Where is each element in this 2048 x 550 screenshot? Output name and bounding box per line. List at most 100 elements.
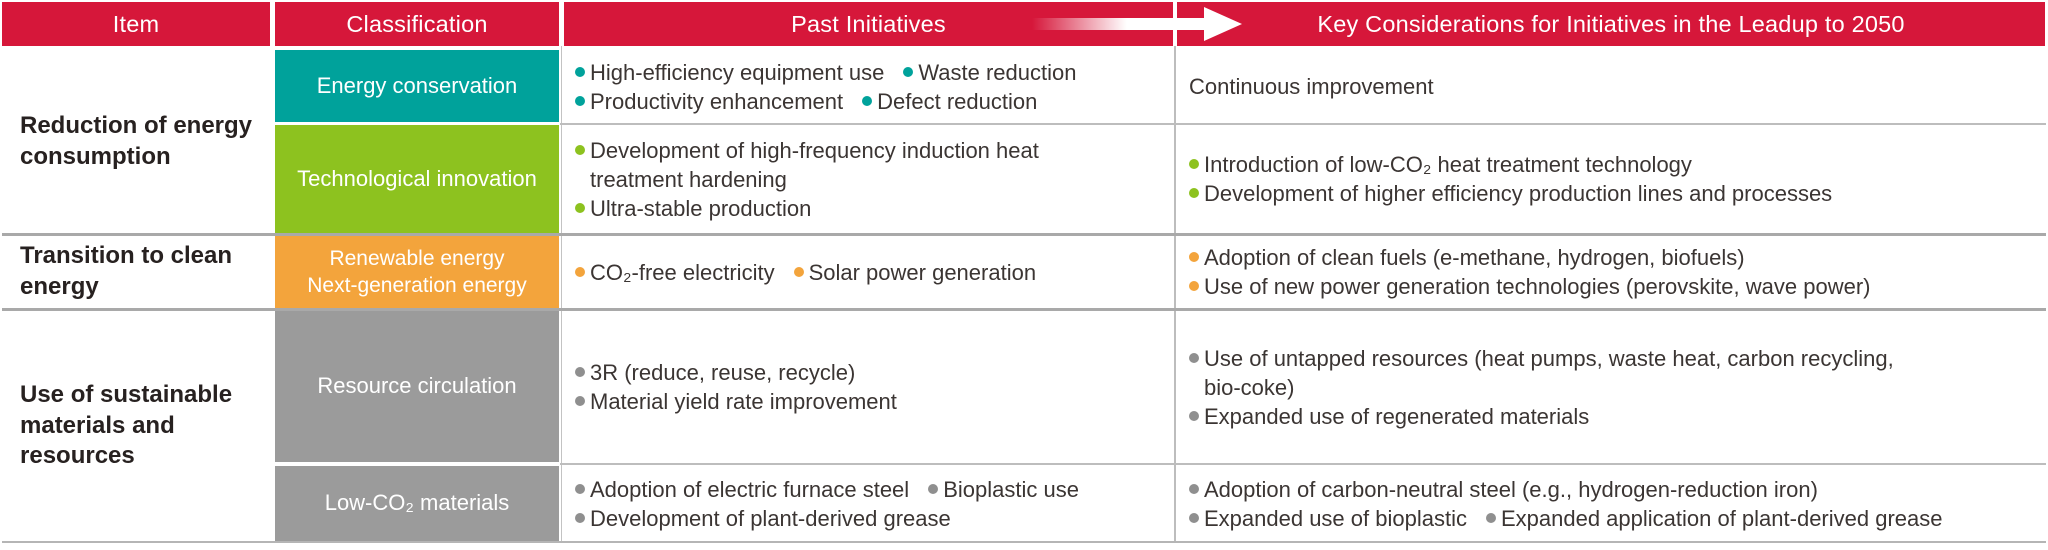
bullet-line: Adoption of electric furnace steel Biopl… (575, 475, 1173, 504)
bullet-text: Material yield rate improvement (590, 389, 897, 414)
bullet-item: Adoption of carbon-neutral steel (e.g., … (1189, 475, 1818, 504)
key-considerations-cell: Adoption of carbon-neutral steel (e.g., … (1177, 466, 2046, 541)
bullet-icon (862, 95, 873, 106)
header-key-considerations: Key Considerations for Initiatives in th… (1177, 2, 2045, 46)
key-text: Continuous improvement (1189, 74, 1434, 99)
classification-cell-energy-conservation: Energy conservation (275, 50, 559, 122)
bullet-text: Solar power generation (808, 259, 1037, 285)
divider-line (1174, 46, 1176, 541)
bullet-line: High-efficiency equipment use Waste redu… (575, 58, 1173, 87)
bullet-item: 3R (reduce, reuse, recycle) (575, 358, 855, 387)
bullet-line: Productivity enhancement Defect reductio… (575, 87, 1173, 116)
classification-cell-low-co2-materials: Low-CO₂ materials (275, 466, 559, 541)
classification-cell-renewable-energy: Renewable energy Next-generation energy (275, 236, 559, 308)
bullet-text: Use of new power generation technologies… (1204, 274, 1871, 299)
bullet-icon (1189, 410, 1199, 421)
bullet-icon (1189, 159, 1199, 169)
bullet-icon (575, 512, 585, 523)
classification-label: Resource circulation (317, 373, 517, 399)
text-item: Continuous improvement (1189, 72, 1434, 101)
bullet-line: Expanded use of regenerated materials (1189, 402, 2046, 431)
bullet-icon (575, 95, 585, 106)
divider-line (561, 46, 562, 541)
past-initiatives-cell: High-efficiency equipment use Waste redu… (562, 50, 1173, 123)
classification-label: Energy conservation (316, 72, 518, 98)
bullet-item: Solar power generation (793, 258, 1037, 287)
bullet-item: CO₂-free electricity (575, 258, 775, 287)
item-cell-reduction-of-energy: Reduction of energy consumption (2, 50, 270, 233)
bullet-text: Waste reduction (918, 59, 1077, 85)
transition-arrow-icon (1032, 7, 1242, 41)
bullet-icon (793, 266, 804, 277)
bullet-icon (1189, 483, 1199, 494)
past-initiatives-cell: CO₂-free electricity Solar power generat… (562, 236, 1173, 308)
bullet-item: Adoption of clean fuels (e-methane, hydr… (1189, 243, 1745, 272)
bullet-item: Development of higher efficiency product… (1189, 179, 1832, 208)
bullet-item: Expanded use of regenerated materials (1189, 402, 1589, 431)
bullet-icon (575, 266, 585, 277)
bullet-line: Development of high-frequency induction … (575, 136, 1173, 194)
bullet-text: Development of higher efficiency product… (1204, 181, 1833, 206)
bullet-icon (1189, 252, 1199, 262)
past-initiatives-cell: 3R (reduce, reuse, recycle) Material yie… (562, 311, 1173, 463)
classification-label: Renewable energy Next-generation energy (307, 246, 527, 297)
bullet-item: Adoption of electric furnace steel (575, 475, 909, 504)
bullet-text: Expanded use of bioplastic (1204, 505, 1467, 531)
divider-line (2, 541, 2046, 543)
bullet-line: CO₂-free electricity Solar power generat… (575, 258, 1173, 287)
header-classification: Classification (275, 2, 559, 46)
bullet-line: Use of untapped resources (heat pumps, w… (1189, 344, 2046, 402)
divider-line (2, 233, 2046, 236)
bullet-text: Development of high-frequency induction … (590, 137, 1039, 192)
bullet-item: Use of untapped resources (heat pumps, w… (1189, 344, 1894, 402)
bullet-line: Expanded use of bioplastic Expanded appl… (1189, 504, 2046, 533)
key-considerations-cell: Introduction of low-CO₂ heat treatment t… (1177, 125, 2046, 233)
bullet-text: Adoption of electric furnace steel (590, 476, 910, 502)
bullet-text: Introduction of low-CO₂ heat treatment t… (1204, 152, 1692, 177)
bullet-text: Development of plant-derived grease (590, 505, 951, 531)
bullet-item: Productivity enhancement (575, 87, 843, 116)
header-item-label: Item (112, 10, 160, 37)
item-cell-transition-to-clean-energy: Transition to clean energy (2, 236, 270, 308)
bullet-item: Development of plant-derived grease (575, 504, 951, 533)
bullet-icon (1189, 188, 1199, 198)
item-label: Use of sustainable materials and resourc… (20, 380, 233, 470)
bullet-icon (575, 367, 585, 377)
bullet-icon (1189, 281, 1199, 291)
bullet-text: CO₂-free electricity (590, 259, 775, 285)
divider-line (560, 463, 2046, 465)
item-label: Transition to clean energy (20, 242, 233, 300)
header-classification-label: Classification (346, 10, 488, 37)
bullet-icon (575, 144, 585, 155)
bullet-line: Ultra-stable production (575, 194, 1173, 223)
divider-line (560, 123, 2046, 125)
bullet-icon (575, 483, 585, 494)
bullet-line: 3R (reduce, reuse, recycle) (575, 358, 1173, 387)
bullet-line: Use of new power generation technologies… (1189, 272, 2046, 301)
header-past-label: Past Initiatives (791, 10, 946, 37)
bullet-text: Productivity enhancement (590, 88, 844, 114)
bullet-text: Expanded application of plant-derived gr… (1500, 505, 1943, 531)
bullet-text: Use of untapped resources (heat pumps, w… (1204, 345, 1894, 400)
bullet-item: Introduction of low-CO₂ heat treatment t… (1189, 150, 1692, 179)
bullet-item: Defect reduction (862, 87, 1037, 116)
bullet-item: Development of high-frequency induction … (575, 136, 1039, 194)
bullet-text: High-efficiency equipment use (590, 59, 885, 85)
bullet-item: Use of new power generation technologies… (1189, 272, 1870, 301)
classification-label: Technological innovation (297, 165, 537, 191)
classification-cell-technological-innovation: Technological innovation (275, 125, 559, 233)
bullet-item: Expanded use of bioplastic (1189, 504, 1467, 533)
bullet-line: Development of plant-derived grease (575, 504, 1173, 533)
classification-label: Low-CO₂ materials (324, 490, 510, 516)
bullet-text: Adoption of carbon-neutral steel (e.g., … (1204, 476, 1818, 502)
bullet-item: Bioplastic use (928, 475, 1079, 504)
past-initiatives-cell: Adoption of electric furnace steel Biopl… (562, 466, 1173, 541)
header-item: Item (2, 2, 270, 46)
bullet-line: Material yield rate improvement (575, 387, 1173, 416)
bullet-text: Defect reduction (877, 88, 1038, 114)
text-line: Continuous improvement (1189, 72, 2046, 101)
bullet-line: Introduction of low-CO₂ heat treatment t… (1189, 150, 2046, 179)
bullet-icon (575, 202, 585, 213)
bullet-text: Ultra-stable production (590, 195, 812, 221)
